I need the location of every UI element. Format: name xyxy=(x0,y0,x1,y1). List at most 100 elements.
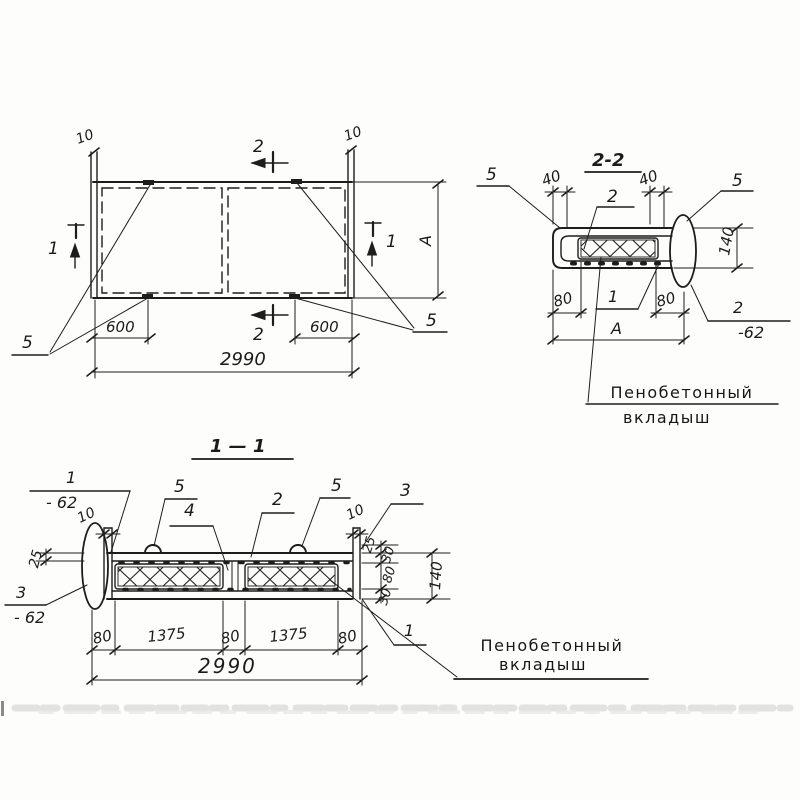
dim-A-2-2: A xyxy=(610,319,622,338)
section-mark-2-top: 2 xyxy=(251,137,289,174)
svg-text:140: 140 xyxy=(715,225,738,256)
dim-80-core: 80 xyxy=(380,565,399,585)
svg-text:2: 2 xyxy=(607,187,618,207)
section-1-1-title: 1 — 1 xyxy=(210,436,266,457)
ref-3-num: 3 xyxy=(16,583,26,602)
svg-text:A: A xyxy=(416,235,435,247)
lifting-hook-left xyxy=(144,544,162,554)
foam-insert-right-1-1 xyxy=(244,563,339,590)
svg-text:3: 3 xyxy=(400,481,411,501)
note-2-2: Пенобетонный вкладыш xyxy=(585,256,779,427)
dims-bottom-2-2: 80 80 A xyxy=(547,261,690,345)
dim-1375-a: 1375 xyxy=(147,624,187,646)
foam-insert-2-2 xyxy=(577,237,659,260)
dim-25-right: 25 xyxy=(360,535,379,555)
note-1-1: Пенобетонный вкладыш xyxy=(329,579,649,680)
svg-text:1: 1 xyxy=(608,287,618,306)
svg-text:40: 40 xyxy=(636,166,660,189)
section-2-2-title: 2-2 xyxy=(592,150,625,171)
dim-10-right: 10 xyxy=(342,124,364,155)
svg-text:2: 2 xyxy=(253,137,264,157)
note-1-1-line1: Пенобетонный xyxy=(481,636,624,655)
svg-text:2: 2 xyxy=(272,490,283,510)
svg-text:2: 2 xyxy=(253,325,264,345)
callout-1-bottom: 1 xyxy=(361,598,427,646)
callout-2-2-2: 2 xyxy=(583,187,635,250)
plan-callout-5-left: 5 xyxy=(22,333,33,353)
dim-30-bottom: 30 xyxy=(376,587,395,607)
note-1-1-line2: вкладыш xyxy=(499,655,587,674)
panel-outline xyxy=(90,149,447,299)
dim-10-right-1-1: 10 xyxy=(344,502,367,524)
dim-2990-plan: 2990 xyxy=(220,349,266,370)
dim-10-left-1-1: 10 xyxy=(75,505,98,527)
section-1-1-view: 1 — 1 10 xyxy=(4,436,649,686)
svg-text:1: 1 xyxy=(386,232,397,252)
dim-80-right-2-2: 80 xyxy=(654,289,677,311)
dim-25-left: 25 xyxy=(26,548,85,570)
scan-artifact-strip xyxy=(1,701,794,716)
section-mark-2-bottom: 2 xyxy=(251,303,289,345)
plan-callout-5-right: 5 xyxy=(426,311,437,331)
dim-600-left: 600 xyxy=(106,318,135,336)
section-mark-1-right: 1 xyxy=(364,220,397,267)
callout-5-a: 5 xyxy=(153,477,198,547)
svg-text:5: 5 xyxy=(486,165,497,185)
dim-10-left: 10 xyxy=(74,127,100,157)
note-2-2-line1: Пенобетонный xyxy=(611,383,754,402)
svg-text:10: 10 xyxy=(74,127,96,148)
callout-4: 4 xyxy=(169,501,229,571)
dim-80-left-2-2: 80 xyxy=(551,289,574,311)
svg-text:25: 25 xyxy=(26,548,46,569)
panel-dashed-openings xyxy=(101,187,346,294)
section-2-2-view: 2-2 40 40 5 xyxy=(476,150,791,427)
dim-40-left: 40 xyxy=(539,166,576,229)
ref-2-plate: 2 -62 xyxy=(690,284,791,342)
left-end-plate: 10 xyxy=(75,505,121,600)
ref-3-bottom-left: 3 - 62 xyxy=(4,583,88,627)
ref-1-size: - 62 xyxy=(46,493,77,512)
callout-3: 3 xyxy=(360,481,424,550)
dim-600-right: 600 xyxy=(310,318,339,336)
svg-text:4: 4 xyxy=(184,501,195,521)
channel-profile xyxy=(552,227,673,269)
callout-5-leaders xyxy=(11,182,448,356)
ref-2-size: -62 xyxy=(738,323,764,342)
right-stack-dims: 25 30 80 30 140 xyxy=(360,535,451,607)
ref-1-top-left: 1 - 62 xyxy=(29,468,131,553)
dim-80-a: 80 xyxy=(91,626,113,648)
dim-1375-b: 1375 xyxy=(269,624,309,646)
ref-1-num: 1 xyxy=(66,468,76,487)
anchor-marks xyxy=(142,179,302,299)
svg-text:10: 10 xyxy=(342,124,364,145)
ref-3-size: - 62 xyxy=(14,608,45,627)
bottom-dims-1-1: 80 1375 80 1375 80 2990 xyxy=(86,600,368,686)
svg-text:1: 1 xyxy=(404,621,414,640)
lifting-loop-1-1 xyxy=(81,522,109,610)
note-2-2-line2: вкладыш xyxy=(623,408,711,427)
dim-80-c: 80 xyxy=(336,626,358,648)
callout-5-b: 5 xyxy=(301,476,351,547)
svg-text:1: 1 xyxy=(48,239,59,259)
dim-2990-1-1: 2990 xyxy=(198,654,257,678)
right-end-plate: 10 xyxy=(344,502,369,600)
svg-text:5: 5 xyxy=(174,477,185,497)
dim-80-b: 80 xyxy=(219,626,241,648)
dim-A-plan: A xyxy=(416,179,444,301)
ref-2-num: 2 xyxy=(733,298,743,317)
callout-2-1-1: 2 xyxy=(250,490,295,558)
lifting-hook-right xyxy=(289,544,307,554)
svg-text:5: 5 xyxy=(331,476,342,496)
callout-5-right-2-2: 5 xyxy=(686,171,754,222)
plan-bottom-dims: 600 600 2990 xyxy=(86,299,360,379)
foam-insert-left-1-1 xyxy=(114,563,224,590)
callout-1-2-2: 1 xyxy=(595,265,659,310)
lifting-loop-2-2 xyxy=(669,214,697,288)
section-mark-1-left: 1 xyxy=(48,222,85,269)
callout-5-left-2-2: 5 xyxy=(476,165,561,229)
svg-text:40: 40 xyxy=(539,166,563,189)
dim-40-right: 40 xyxy=(636,166,673,229)
dim-140-2-2: 140 xyxy=(673,223,754,273)
